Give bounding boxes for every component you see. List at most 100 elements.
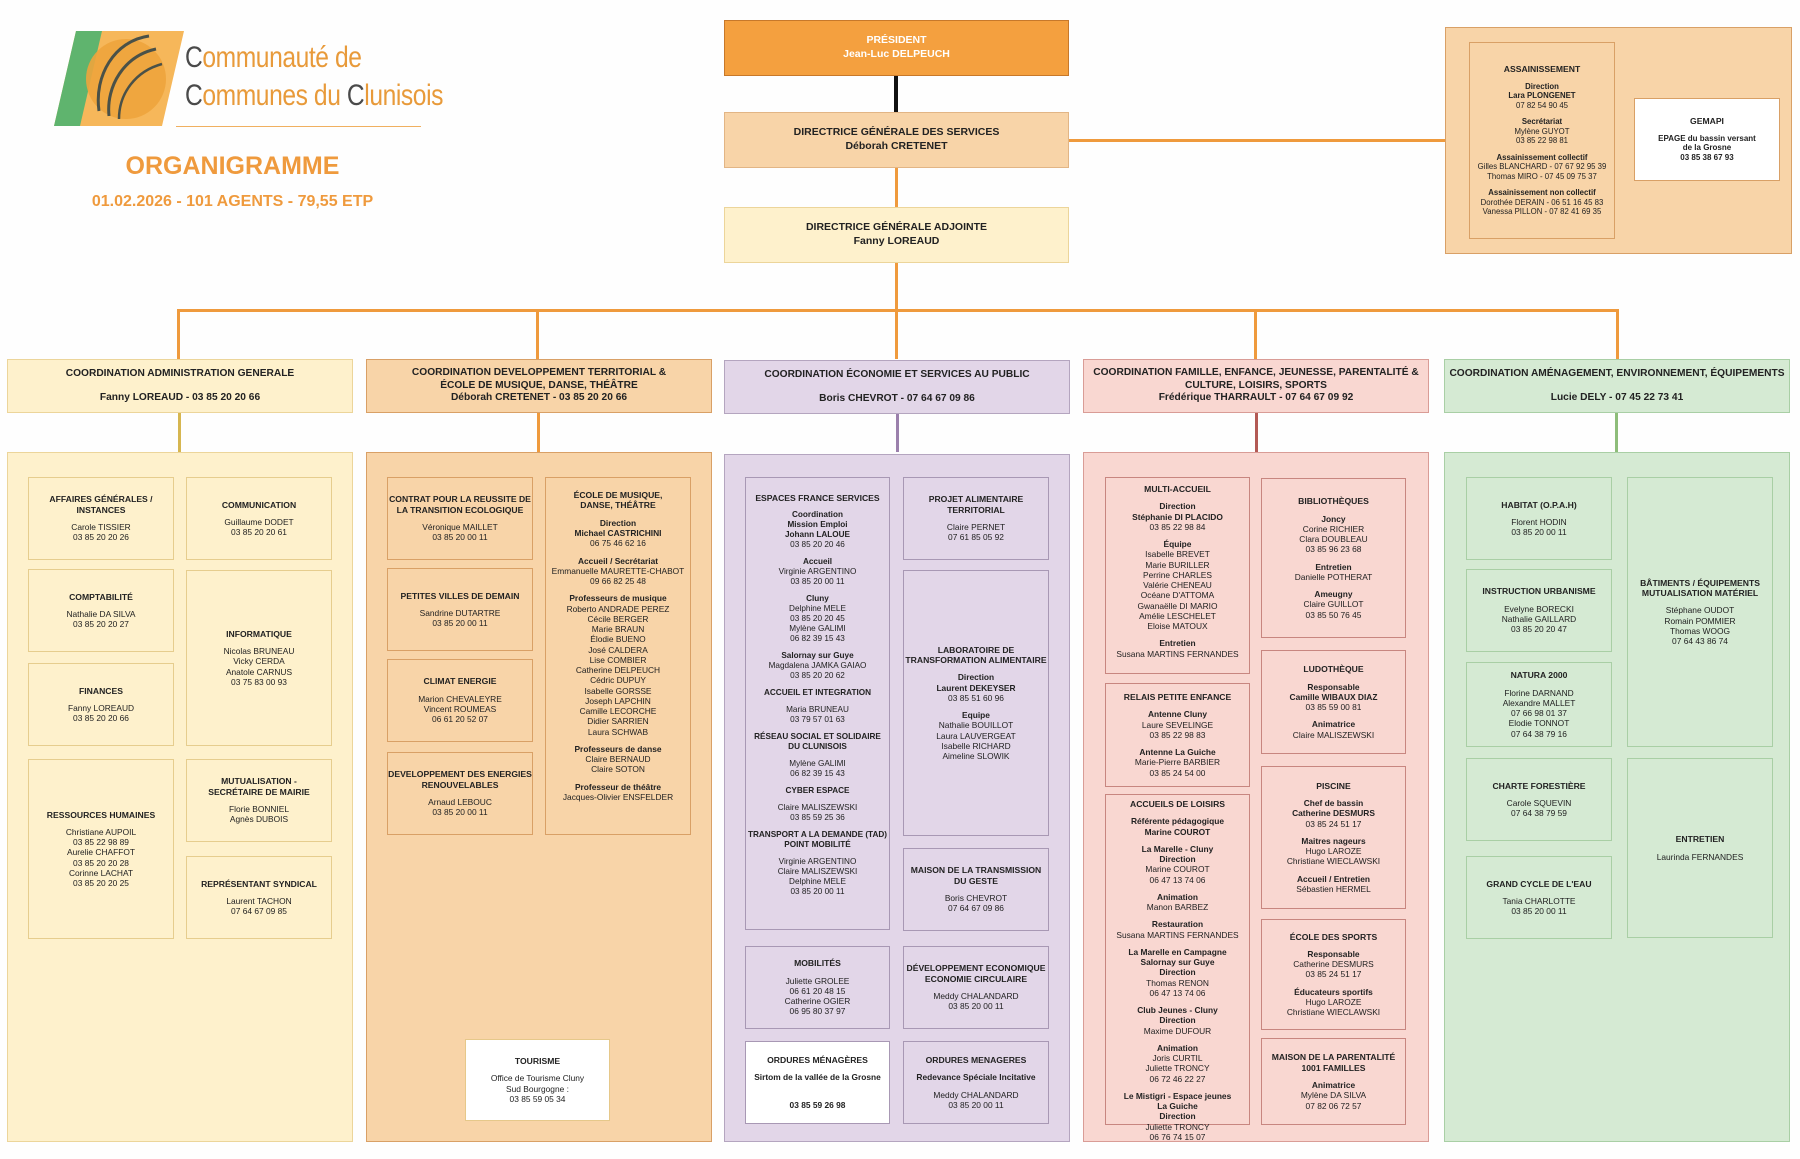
- section-people: Sandrine DUTARTRE 03 85 20 00 11: [419, 607, 501, 629]
- section-people: Hugo LAROZE Christiane WIECLAWSKI: [1286, 846, 1381, 867]
- section-heading: Référente pédagogique Marine COUROT: [1130, 816, 1225, 837]
- section-people: 03 85 51 60 96: [948, 692, 1004, 703]
- service-title: COMMUNICATION: [221, 499, 297, 510]
- service-title: REPRÉSENTANT SYNDICAL: [201, 878, 317, 889]
- section-people: Mylène DA SILVA 07 82 06 72 57: [1300, 1090, 1367, 1111]
- section-heading: RÉSEAU SOCIAL ET SOLIDAIRE DU CLUNISOIS: [754, 732, 881, 752]
- service-section: Fanny LOREAUD 03 85 20 20 66: [68, 703, 134, 724]
- section-heading: Éducateurs sportifs: [1294, 986, 1373, 997]
- section-heading: Coordination Mission Emploi Johann LALOU…: [784, 510, 851, 540]
- section-heading: Accueil / Entretien: [1296, 873, 1371, 884]
- section-people: Christiane AUPOIL 03 85 22 98 89 Aurelie…: [65, 826, 137, 889]
- service-title: CONTRAT POUR LA REUSSITE DE LA TRANSITIO…: [389, 494, 531, 515]
- service-title: ACCUEILS DE LOISIRS: [1129, 799, 1226, 809]
- service-title: ORDURES MENAGERES: [925, 1054, 1027, 1065]
- service-section: Meddy CHALANDARD 03 85 20 00 11: [933, 1090, 1018, 1111]
- section-heading: ACCUEIL ET INTEGRATION: [763, 688, 872, 698]
- coordination-person: Frédérique THARRAULT - 07 64 67 09 92: [1158, 392, 1354, 404]
- connector-col-1: [178, 413, 181, 452]
- section-people: Jacques-Olivier ENSFELDER: [562, 791, 674, 802]
- section-heading: Responsable: [1307, 948, 1360, 959]
- connector-coord-2: [536, 309, 539, 359]
- service-title: CLIMAT ENERGIE: [423, 676, 497, 687]
- section-people: Meddy CHALANDARD 03 85 20 00 11: [933, 1089, 1019, 1110]
- service-title: RELAIS PETITE ENFANCE: [1123, 692, 1232, 702]
- section-heading: Antenne La Guiche: [1139, 747, 1216, 758]
- section-people: Arnaud LEBOUC 03 85 20 00 11: [428, 797, 492, 818]
- service-section: Nathalie DA SILVA 03 85 20 20 27: [66, 609, 135, 630]
- coordination-person: Déborah CRETENET - 03 85 20 20 66: [450, 392, 628, 404]
- section-heading: Salornay sur Guye: [781, 651, 854, 661]
- section-people: Claire PERNET 07 61 85 05 92: [946, 522, 1006, 543]
- service-title: INFORMATIQUE: [226, 628, 292, 639]
- service-title: LUDOTHÈQUE: [1303, 664, 1364, 675]
- connector-col-4: [1255, 413, 1258, 452]
- section-people: 07 82 54 90 45: [1515, 100, 1569, 110]
- connector-horizontal-bus: [177, 309, 1619, 312]
- section-people: Florent HODIN 03 85 20 00 11: [1511, 516, 1567, 538]
- dga-title: DIRECTRICE GÉNÉRALE ADJOINTE: [805, 221, 988, 234]
- coordination-economie: COORDINATION ÉCONOMIE ET SERVICES AU PUB…: [724, 360, 1070, 414]
- section-people: Corine RICHIER Clara DOUBLEAU 03 85 96 2…: [1299, 523, 1368, 555]
- dga-name: Fanny LOREAUD: [853, 235, 940, 247]
- section-heading: Professeurs de musique: [569, 593, 667, 604]
- section-people: Florine DARNAND Alexandre MALLET 07 66 9…: [1502, 687, 1576, 739]
- service-title: ÉCOLE DE MUSIQUE, DANSE, THÉÂTRE: [573, 490, 663, 511]
- section-people: Laurent TACHON 07 64 67 09 85: [226, 895, 292, 917]
- section-heading: EPAGE du bassin versant de la Grosne 03 …: [1658, 133, 1756, 163]
- section-people: Laure SEVELINGE 03 85 22 98 83: [1141, 719, 1214, 740]
- service-title: PROJET ALIMENTAIRE TERRITORIAL: [928, 494, 1024, 515]
- service-title: MULTI-ACCUEIL: [1144, 484, 1211, 494]
- service-section: Mylène GALIMI 06 82 39 15 43: [789, 759, 845, 779]
- section-people: Carole TISSIER 03 85 20 20 26: [71, 522, 131, 543]
- service-section: Laurinda FERNANDES: [1657, 852, 1744, 862]
- coordination-title: COORDINATION AMÉNAGEMENT, ENVIRONNEMENT,…: [1449, 367, 1785, 379]
- service-section: EPAGE du bassin versant de la Grosne 03 …: [1658, 134, 1756, 163]
- connector-coord-1: [177, 309, 180, 359]
- section-people: Mylène GALIMI 06 82 39 15 43: [789, 759, 846, 779]
- section-heading: Direction Michael CASTRICHINI: [574, 517, 662, 539]
- service-section: La Marelle en Campagne Salornay sur Guye…: [1128, 947, 1226, 998]
- service-section: Virginie ARGENTINO Claire MALISZEWSKI De…: [778, 857, 858, 897]
- connector-coord-3: [895, 309, 898, 359]
- section-heading: 03 85 59 26 98: [789, 1099, 846, 1110]
- dgs-title: DIRECTRICE GÉNÉRALE DES SERVICES: [793, 126, 1000, 139]
- section-heading: Chef de bassin Catherine DESMURS: [1292, 798, 1375, 819]
- section-people: Claire BERNAUD Claire SOTON: [585, 754, 651, 775]
- connector-dgs-assainissement: [1069, 139, 1445, 142]
- section-heading: Direction Stéphanie DI PLACIDO: [1132, 501, 1223, 522]
- service-title: MAISON DE LA TRANSMISSION DU GESTE: [910, 865, 1042, 886]
- service-section: Christiane AUPOIL 03 85 22 98 89 Aurelie…: [66, 827, 136, 889]
- service-section: Juliette GROLEE 06 61 20 48 15 Catherine…: [785, 976, 851, 1017]
- service-title: LABORATOIRE DE TRANSFORMATION ALIMENTAIR…: [905, 644, 1047, 665]
- section-people: Danielle POTHERAT: [1294, 571, 1373, 582]
- section-people: Florie BONNIEL Agnès DUBOIS: [228, 804, 290, 825]
- service-title: PISCINE: [1316, 780, 1351, 791]
- service-title: INSTRUCTION URBANISME: [1482, 586, 1596, 597]
- service-section: 03 85 59 26 98: [790, 1090, 846, 1111]
- service-section: Florine DARNAND Alexandre MALLET 07 66 9…: [1503, 688, 1576, 739]
- logo-underline: [176, 126, 421, 127]
